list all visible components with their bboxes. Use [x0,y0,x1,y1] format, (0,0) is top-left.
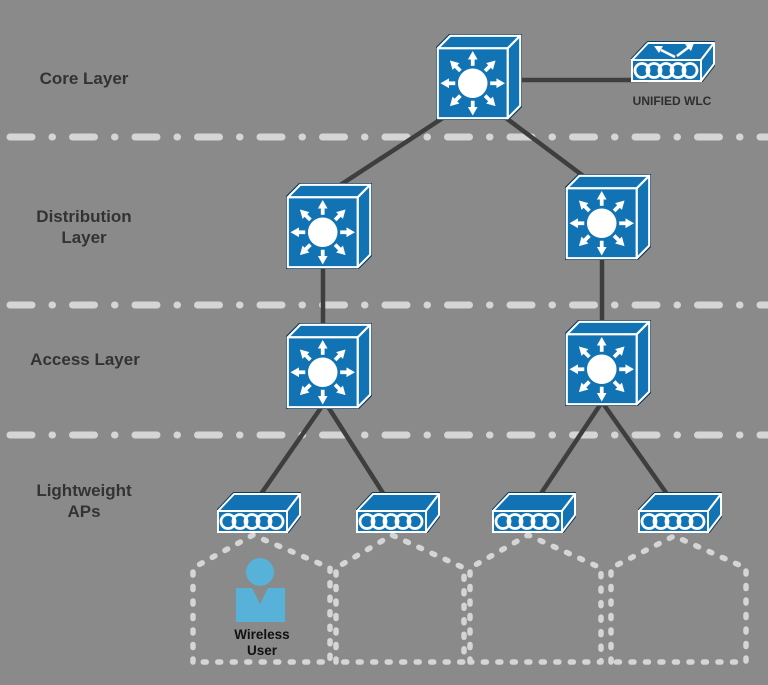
link-access-right-to-ap3 [531,399,605,507]
wireless-cell-4 [608,533,749,665]
link-access-left-to-ap2 [322,399,393,507]
lightweight-ap-4-icon [638,492,722,533]
core-layer-label: Core Layer [40,69,129,88]
wireless-user-icon [236,558,285,622]
link-core-to-distribution-left [322,109,455,198]
access-switch-right-icon [567,322,649,404]
wireless-cell-3 [467,532,604,665]
unified-wlc-label: UNIFIED WLC [633,94,712,108]
access-layer-label: Access Layer [30,350,140,369]
lightweight-ap-1-icon [217,492,301,533]
distribution-switch-right-icon [567,176,649,258]
distribution-layer-label-line1: Distribution [36,207,131,226]
link-access-right-to-ap4 [599,399,677,507]
link-access-left-to-ap1 [251,399,328,507]
lightweight-ap-2-icon [356,492,440,533]
core-switch-icon [438,36,520,118]
lightweight-aps-label-line1: Lightweight [36,481,132,500]
distribution-layer-label-line2: Layer [61,228,107,247]
wireless-cell-1 [190,532,333,665]
distribution-switch-left-icon [288,185,370,267]
access-switch-left-icon [288,325,370,407]
wireless-user-label-line2: User [247,643,278,658]
lightweight-ap-3-icon [492,492,576,533]
wireless-cell-2 [333,532,467,665]
unified-wlc-icon [631,41,715,82]
wlc-dual-arrows-icon [654,43,694,59]
wireless-user-label-line1: Wireless [234,627,289,642]
lightweight-aps-label-line2: APs [67,502,100,521]
